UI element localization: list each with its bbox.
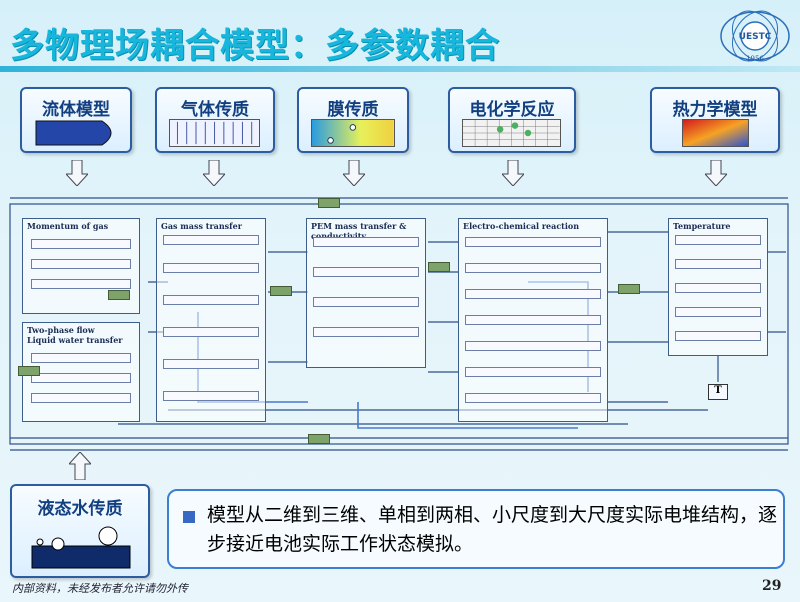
equation-row — [31, 353, 131, 363]
coupling-tag — [108, 290, 130, 300]
pem-panel-title: PEM mass transfer & conductivity — [311, 221, 407, 241]
summary-note: 模型从二维到三维、单相到两相、小尺度到大尺度实际电堆结构，逐步接近电池实际工作状… — [167, 489, 785, 569]
equation-row — [163, 263, 259, 273]
electrochemical-box: 电化学反应 — [448, 87, 576, 153]
equation-row — [313, 267, 419, 277]
thermo-model-label: 热力学模型 — [672, 100, 758, 120]
arrow-down-icon — [502, 160, 524, 186]
temperature-panel: Temperature — [668, 218, 768, 356]
equation-row — [465, 341, 601, 351]
equation-row — [675, 307, 761, 317]
fluid-flow-image — [35, 120, 112, 146]
thermo-image — [682, 119, 749, 147]
equation-row — [675, 283, 761, 293]
footer-disclaimer: 内部资料，未经发布者允许请勿外传 — [12, 582, 188, 595]
liquid-water-image — [31, 526, 131, 569]
summary-text: 模型从二维到三维、单相到两相、小尺度到大尺度实际电堆结构，逐步接近电池实际工作状… — [207, 504, 778, 555]
liquid-water-model-label: 液态水传质 — [37, 499, 123, 519]
arrow-down-icon — [343, 160, 365, 186]
university-logo: UESTC 1956 — [720, 10, 790, 63]
coupling-diagram: Momentum of gas Two-phase flow Liquid wa… — [8, 192, 792, 460]
equation-row — [313, 237, 419, 247]
coupling-tag — [618, 284, 640, 294]
pem-panel: PEM mass transfer & conductivity — [306, 218, 426, 368]
coupling-tag — [428, 262, 450, 272]
equation-row — [313, 297, 419, 307]
thermo-model-box: 热力学模型 — [650, 87, 780, 153]
equation-row — [31, 393, 131, 403]
momentum-panel-title: Momentum of gas — [27, 221, 109, 231]
coupling-tag — [318, 198, 340, 208]
two-phase-panel: Two-phase flow Liquid water transfer — [22, 322, 140, 422]
logo-year: 1956 — [746, 55, 764, 63]
coupling-tag — [270, 286, 292, 296]
page-number: 29 — [762, 578, 782, 594]
arrow-down-icon — [705, 160, 727, 186]
equation-row — [465, 289, 601, 299]
equation-row — [163, 327, 259, 337]
equation-row — [465, 315, 601, 325]
liquid-water-panel-title: Liquid water transfer — [27, 335, 123, 345]
liquid-water-model-box: 液态水传质 — [10, 484, 150, 578]
equation-row — [675, 259, 761, 269]
coupling-tag — [308, 434, 330, 444]
equation-row — [163, 359, 259, 369]
equation-row — [31, 259, 131, 269]
gas-transfer-image — [169, 119, 261, 147]
title-divider — [0, 66, 800, 72]
page-title: 多物理场耦合模型：多参数耦合 — [10, 26, 500, 66]
arrow-up-icon — [69, 452, 91, 480]
membrane-image — [311, 119, 395, 147]
fluid-model-label: 流体模型 — [42, 100, 110, 120]
electrochemical-image — [462, 119, 561, 147]
membrane-transfer-label: 膜传质 — [327, 100, 379, 120]
bullet-icon — [183, 511, 195, 523]
equation-row — [163, 391, 259, 401]
equation-row — [313, 327, 419, 337]
equation-row — [163, 295, 259, 305]
electrochemical-panel-title: Electro-chemical reaction — [463, 221, 580, 231]
equation-row — [31, 239, 131, 249]
logo-text: UESTC — [739, 32, 772, 42]
gas-transfer-label: 气体传质 — [181, 100, 249, 120]
gas-mass-transfer-panel: Gas mass transfer — [156, 218, 266, 422]
arrow-down-icon — [203, 160, 225, 186]
arrow-down-icon — [66, 160, 88, 186]
temperature-panel-title: Temperature — [673, 221, 731, 231]
equation-row — [31, 279, 131, 289]
equation-row — [465, 367, 601, 377]
membrane-transfer-box: 膜传质 — [297, 87, 409, 153]
coupling-tag — [18, 366, 40, 376]
electrochemical-panel: Electro-chemical reaction — [458, 218, 608, 422]
electrochemical-label: 电化学反应 — [469, 100, 555, 120]
equation-row — [675, 331, 761, 341]
equation-row — [465, 263, 601, 273]
gas-transfer-box: 气体传质 — [155, 87, 275, 153]
fluid-model-box: 流体模型 — [20, 87, 132, 153]
equation-row — [163, 235, 259, 245]
temperature-output: T — [708, 384, 728, 400]
equation-row — [675, 235, 761, 245]
gas-mass-transfer-panel-title: Gas mass transfer — [161, 221, 242, 231]
equation-row — [31, 373, 131, 383]
equation-row — [465, 393, 601, 403]
two-phase-panel-title: Two-phase flow — [27, 325, 95, 335]
equation-row — [465, 237, 601, 247]
